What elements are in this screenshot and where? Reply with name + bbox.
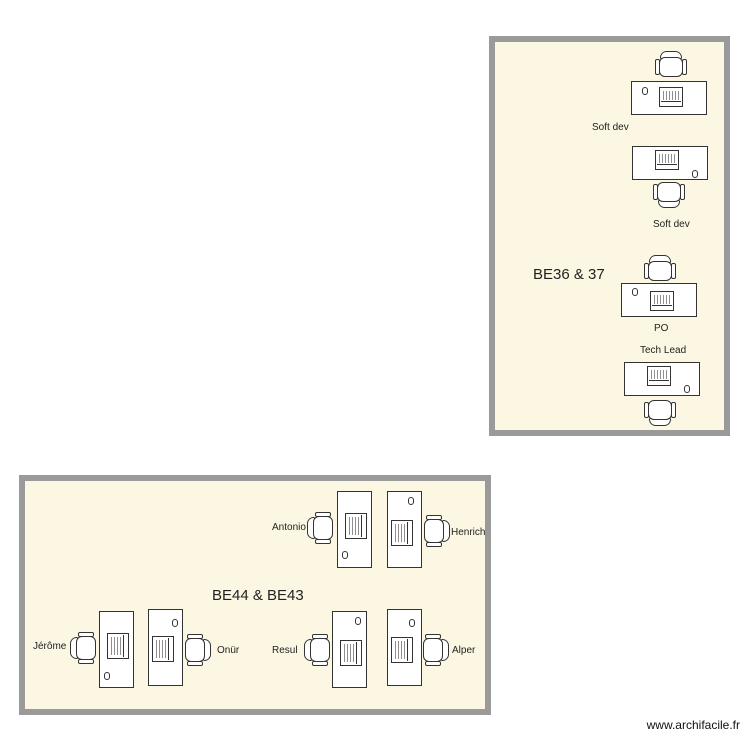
office-chair-icon — [653, 180, 685, 208]
computer-icon — [391, 637, 413, 663]
computer-icon — [152, 636, 174, 662]
mouse-icon — [104, 672, 110, 680]
person-label-antonio: Antonio — [272, 522, 306, 533]
computer-icon — [655, 150, 679, 170]
watermark: www.archifacile.fr — [646, 718, 740, 732]
person-label-resul: Resul — [272, 645, 298, 656]
office-chair-icon — [304, 634, 332, 666]
person-label-soft-dev-1: Soft dev — [592, 122, 629, 133]
person-label-alper: Alper — [452, 645, 476, 656]
person-label-soft-dev-2: Soft dev — [653, 219, 690, 230]
office-chair-icon — [307, 512, 335, 544]
computer-icon — [647, 366, 671, 386]
office-chair-icon — [644, 398, 676, 426]
room-label-be36-37: BE36 & 37 — [533, 266, 605, 283]
person-label-tech-lead: Tech Lead — [640, 345, 687, 356]
person-label-onur: Onür — [217, 645, 240, 656]
mouse-icon — [342, 551, 348, 559]
computer-icon — [345, 513, 367, 539]
office-chair-icon — [70, 632, 98, 664]
mouse-icon — [408, 497, 414, 505]
computer-icon — [391, 520, 413, 546]
computer-icon — [340, 640, 362, 666]
person-label-po: PO — [654, 323, 669, 334]
office-chair-icon — [183, 634, 211, 666]
office-chair-icon — [644, 255, 676, 283]
person-label-jerome: Jérôme — [33, 641, 67, 652]
person-label-henrich: Henrich — [451, 527, 486, 538]
mouse-icon — [632, 288, 638, 296]
office-chair-icon — [422, 515, 450, 547]
room-label-be44-be43: BE44 & BE43 — [212, 587, 304, 604]
mouse-icon — [684, 385, 690, 393]
computer-icon — [650, 291, 674, 311]
computer-icon — [107, 633, 129, 659]
office-chair-icon — [655, 51, 687, 79]
mouse-icon — [172, 619, 178, 627]
mouse-icon — [409, 619, 415, 627]
mouse-icon — [692, 170, 698, 178]
mouse-icon — [642, 87, 648, 95]
office-chair-icon — [421, 634, 449, 666]
mouse-icon — [355, 617, 361, 625]
computer-icon — [659, 87, 683, 107]
